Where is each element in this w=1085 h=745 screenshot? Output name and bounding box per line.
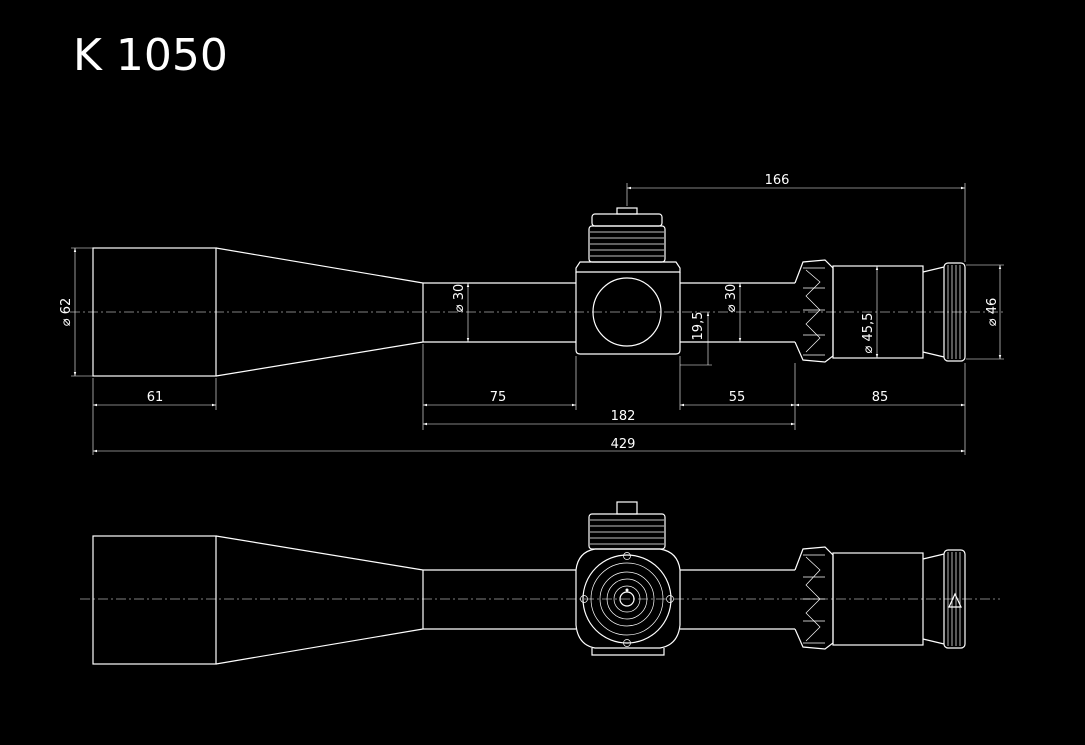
dim-dia-30-rear: ⌀ 30 <box>724 284 739 313</box>
dim-75: 75 <box>490 390 507 405</box>
front-tube <box>422 282 576 343</box>
dim-166: 166 <box>765 173 790 188</box>
dim-61: 61 <box>147 390 164 405</box>
rear-tube <box>680 282 795 343</box>
objective-taper <box>215 247 424 377</box>
front-tube-top <box>422 569 576 630</box>
dim-dia-30-front: ⌀ 30 <box>452 284 467 313</box>
diopter-ring-top <box>922 549 966 649</box>
turret-base <box>575 261 681 273</box>
scope-side-view <box>70 207 1005 377</box>
dimension-lines <box>71 183 1004 455</box>
objective-bell <box>92 247 217 377</box>
rear-tube-top <box>680 569 795 630</box>
side-focus-knob <box>592 277 662 347</box>
turret-housing-top <box>575 548 681 656</box>
triangle-marker-icon <box>948 592 962 608</box>
scope-top-view <box>80 501 1000 665</box>
turret-housing <box>575 272 681 355</box>
dim-19-5: 19,5 <box>691 312 706 341</box>
dimension-labels: 166 61 75 55 85 182 429 ⌀ 62 ⌀ 30 ⌀ 30 1… <box>59 173 1000 452</box>
power-ring-top <box>794 546 834 650</box>
elevation-turret <box>588 207 666 263</box>
page-title: K 1050 <box>73 30 228 81</box>
power-ring <box>794 259 834 363</box>
dim-55: 55 <box>729 390 746 405</box>
objective-taper-top <box>215 535 424 665</box>
objective-bell-top <box>92 535 217 665</box>
dim-182: 182 <box>611 409 636 424</box>
dim-dia-45-5: ⌀ 45,5 <box>861 313 876 354</box>
dim-85: 85 <box>872 390 889 405</box>
dim-dia-62: ⌀ 62 <box>59 298 74 327</box>
dim-429: 429 <box>611 437 636 452</box>
eyepiece-body-top <box>832 552 924 646</box>
diopter-ring <box>922 262 966 362</box>
dim-dia-46: ⌀ 46 <box>985 298 1000 327</box>
windage-turret-top <box>588 501 666 550</box>
